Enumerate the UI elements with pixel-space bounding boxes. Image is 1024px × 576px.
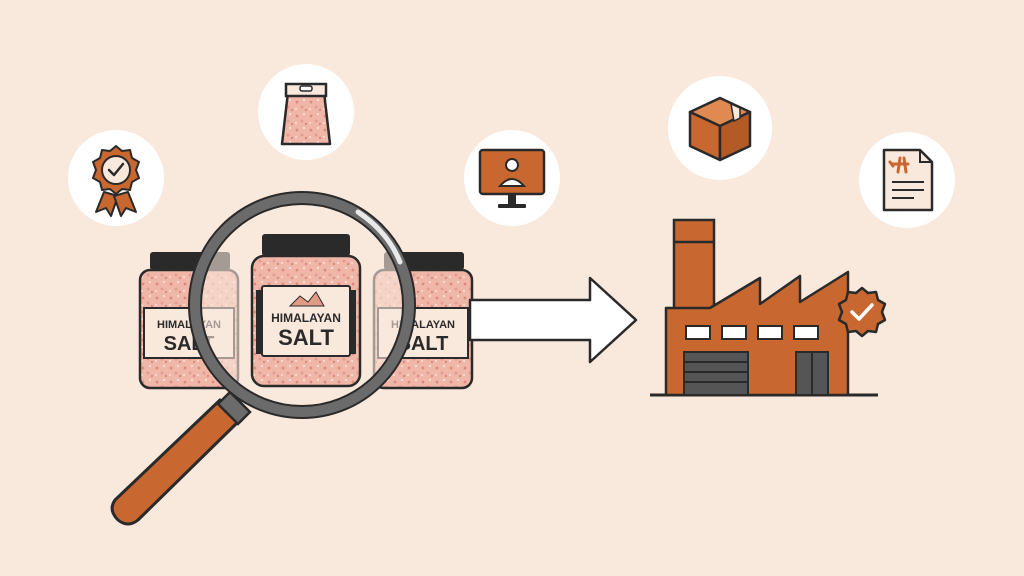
award-ribbon-icon: [68, 130, 164, 226]
arrow-right-icon: [468, 276, 638, 364]
package-box-icon: [668, 76, 772, 180]
jar-label-line2: SALT: [278, 325, 334, 350]
verified-badge-icon: [837, 286, 887, 338]
magnifying-glass-icon: [110, 191, 416, 526]
salt-jar-center: HIMALAYAN SALT: [250, 234, 362, 388]
jar-label-line1: HIMALAYAN: [271, 311, 341, 325]
shipping-document-icon: [859, 132, 955, 228]
monitor-user-icon: [464, 130, 560, 226]
salt-bag-icon: [258, 64, 354, 160]
factory-icon: [650, 218, 878, 397]
